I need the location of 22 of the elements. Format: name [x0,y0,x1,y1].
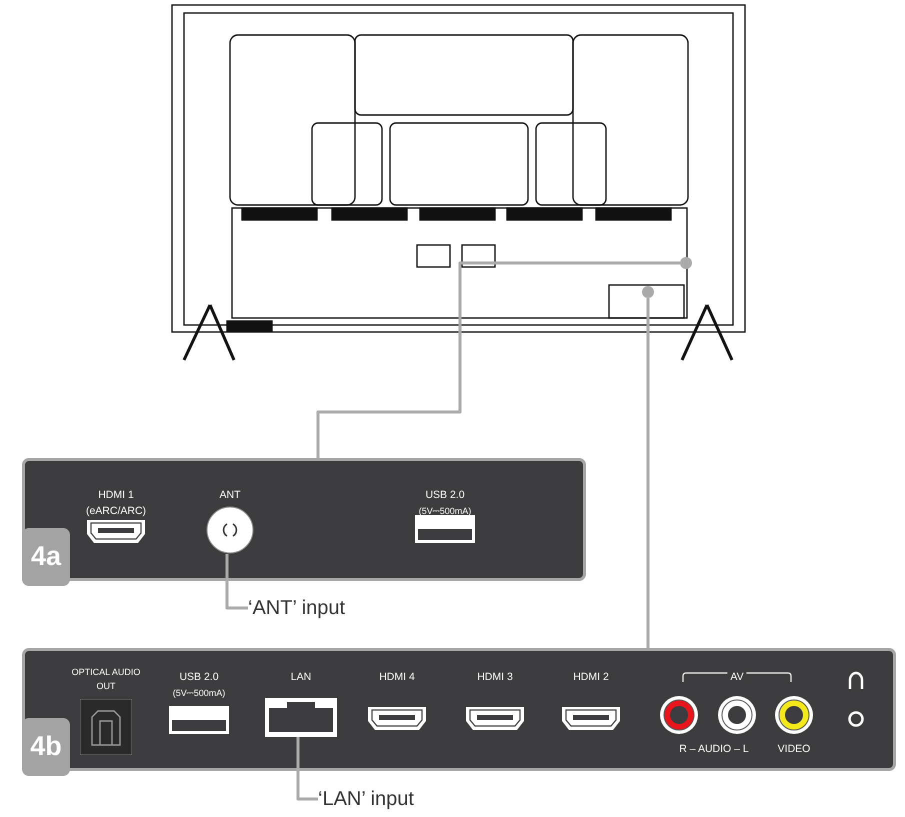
port-label: USB 2.0 [425,489,465,502]
port-label: ANT [220,489,240,502]
panel-number-badge: 4a [22,528,70,586]
port-label: OPTICAL AUDIO OUT [70,666,142,693]
port-label: (5V⎓500mA) [172,687,226,700]
port-label: HDMI 4 [379,671,415,684]
port-label: LAN [290,671,312,684]
callout-text: ‘ANT’ input [248,596,346,620]
callout-text: ‘LAN’ input [318,787,414,811]
port-label: HDMI 3 [477,671,513,684]
port-label: (eARC/ARC) [86,505,146,518]
port-label: R – AUDIO – L [679,743,749,756]
port-label: (5V⎓500mA) [418,505,472,518]
leader-line [646,298,650,648]
leader-line [296,737,318,800]
port-label: HDMI 2 [573,671,609,684]
leader-line [226,554,248,610]
leader-line [316,262,680,458]
port-label: VIDEO [778,743,810,756]
panel-number-badge: 4b [22,718,70,776]
port-label: HDMI 1 [98,489,134,502]
port-label: USB 2.0 [179,671,219,684]
